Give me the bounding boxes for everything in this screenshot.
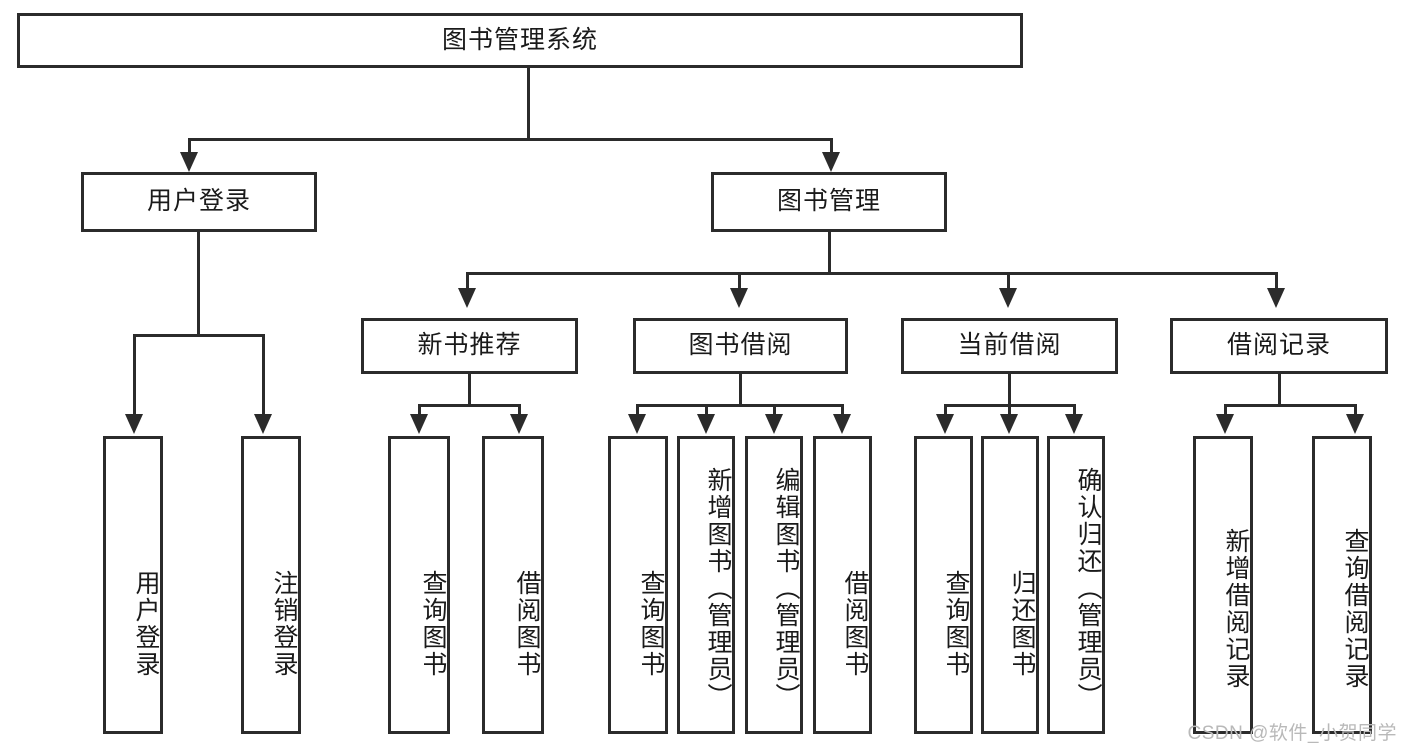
arrow-root-to-user-login <box>180 152 198 172</box>
connector-current-borrow-stem <box>1008 374 1011 406</box>
node-label: 借阅图书 <box>841 570 869 678</box>
connector-borrow-record-bar <box>1224 404 1357 407</box>
node-label: 新书推荐 <box>417 331 522 360</box>
connector-book-borrow-c2 <box>705 404 708 418</box>
leaf-add-borrow-record[interactable]: 新增借阅记录 <box>1193 436 1253 734</box>
connector-new-book-right <box>518 404 521 418</box>
arrow-root-to-book-manage <box>822 152 840 172</box>
node-current-borrow[interactable]: 当前借阅 <box>901 318 1118 374</box>
node-label: 用户登录 <box>146 187 251 216</box>
arrow-to-leaf-query-book-1 <box>410 414 428 434</box>
arrow-to-leaf-query-book-2 <box>628 414 646 434</box>
connector-root-bar <box>188 138 833 141</box>
arrow-to-leaf-logout <box>254 414 272 434</box>
connector-borrow-record-stem <box>1278 374 1281 406</box>
connector-user-login-bar <box>133 334 265 337</box>
leaf-borrow-book-recommend[interactable]: 借阅图书 <box>482 436 544 734</box>
node-label: 当前借阅 <box>957 331 1062 360</box>
node-label: 借阅记录 <box>1226 331 1331 360</box>
node-label: 查询图书 <box>942 570 970 678</box>
connector-current-borrow-c3 <box>1073 404 1076 418</box>
connector-book-borrow-c4 <box>841 404 844 418</box>
node-label: 归还图书 <box>1008 570 1036 678</box>
leaf-borrow-book-borrow[interactable]: 借阅图书 <box>813 436 872 734</box>
connector-borrow-record-right <box>1354 404 1357 418</box>
connector-root-to-user-login <box>188 138 191 156</box>
node-label: 新增借阅记录 <box>1222 528 1250 690</box>
connector-new-book-left <box>418 404 421 418</box>
connector-to-book-borrow <box>738 272 741 290</box>
node-label: 查询借阅记录 <box>1341 528 1369 690</box>
arrow-to-borrow-record <box>1267 288 1285 308</box>
leaf-confirm-return-admin[interactable]: 确认归还（管理员） <box>1047 436 1105 734</box>
arrow-to-new-book-recommend <box>458 288 476 308</box>
connector-current-borrow-c1 <box>944 404 947 418</box>
node-label: 编辑图书（管理员） <box>772 466 800 710</box>
node-label: 新增图书（管理员） <box>704 466 732 710</box>
node-root-book-management-system[interactable]: 图书管理系统 <box>17 13 1023 68</box>
arrow-to-book-borrow <box>730 288 748 308</box>
node-label: 确认归还（管理员） <box>1074 466 1102 710</box>
arrow-to-leaf-add-record <box>1216 414 1234 434</box>
connector-root-stem <box>527 68 530 140</box>
leaf-edit-book-admin[interactable]: 编辑图书（管理员） <box>745 436 803 734</box>
arrow-to-leaf-user-login <box>125 414 143 434</box>
arrow-to-leaf-query-book-3 <box>936 414 954 434</box>
leaf-return-book[interactable]: 归还图书 <box>981 436 1039 734</box>
connector-book-borrow-stem <box>739 374 742 406</box>
connector-new-book-bar <box>418 404 521 407</box>
connector-user-login-right <box>262 334 265 418</box>
node-label: 借阅图书 <box>513 570 541 678</box>
arrow-to-leaf-borrow-book-2 <box>833 414 851 434</box>
node-new-book-recommend[interactable]: 新书推荐 <box>361 318 578 374</box>
arrow-to-leaf-query-record <box>1346 414 1364 434</box>
connector-user-login-stem <box>197 232 200 336</box>
node-label: 图书管理系统 <box>441 25 598 54</box>
arrow-to-leaf-confirm-return <box>1065 414 1083 434</box>
connector-root-to-book-manage <box>830 138 833 156</box>
arrow-to-leaf-edit-book <box>765 414 783 434</box>
node-book-management[interactable]: 图书管理 <box>711 172 947 232</box>
connector-to-borrow-record <box>1275 272 1278 290</box>
node-label: 图书管理 <box>776 187 881 216</box>
connector-to-new-book-recommend <box>466 272 469 290</box>
leaf-query-book-borrow[interactable]: 查询图书 <box>608 436 668 734</box>
connector-book-manage-bar <box>466 272 1278 275</box>
connector-user-login-left <box>133 334 136 418</box>
node-label: 查询图书 <box>637 570 665 678</box>
leaf-query-book-recommend[interactable]: 查询图书 <box>388 436 450 734</box>
node-label: 注销登录 <box>270 570 298 678</box>
node-label: 用户登录 <box>132 570 160 678</box>
connector-book-borrow-c1 <box>636 404 639 418</box>
leaf-add-book-admin[interactable]: 新增图书（管理员） <box>677 436 735 734</box>
connector-book-borrow-c3 <box>773 404 776 418</box>
arrow-to-current-borrow <box>999 288 1017 308</box>
connector-to-current-borrow <box>1007 272 1010 290</box>
node-user-login[interactable]: 用户登录 <box>81 172 317 232</box>
leaf-query-borrow-record[interactable]: 查询借阅记录 <box>1312 436 1372 734</box>
arrow-to-leaf-add-book <box>697 414 715 434</box>
leaf-logout-login[interactable]: 注销登录 <box>241 436 301 734</box>
connector-current-borrow-c2 <box>1008 404 1011 418</box>
connector-new-book-stem <box>468 374 471 406</box>
node-label: 查询图书 <box>419 570 447 678</box>
connector-book-manage-stem <box>828 232 831 274</box>
connector-book-borrow-bar <box>636 404 844 407</box>
leaf-user-login[interactable]: 用户登录 <box>103 436 163 734</box>
node-label: 图书借阅 <box>688 331 793 360</box>
arrow-to-leaf-return-book <box>1000 414 1018 434</box>
node-borrow-record[interactable]: 借阅记录 <box>1170 318 1388 374</box>
arrow-to-leaf-borrow-book-1 <box>510 414 528 434</box>
node-book-borrow[interactable]: 图书借阅 <box>633 318 848 374</box>
connector-borrow-record-left <box>1224 404 1227 418</box>
leaf-query-book-current[interactable]: 查询图书 <box>914 436 973 734</box>
